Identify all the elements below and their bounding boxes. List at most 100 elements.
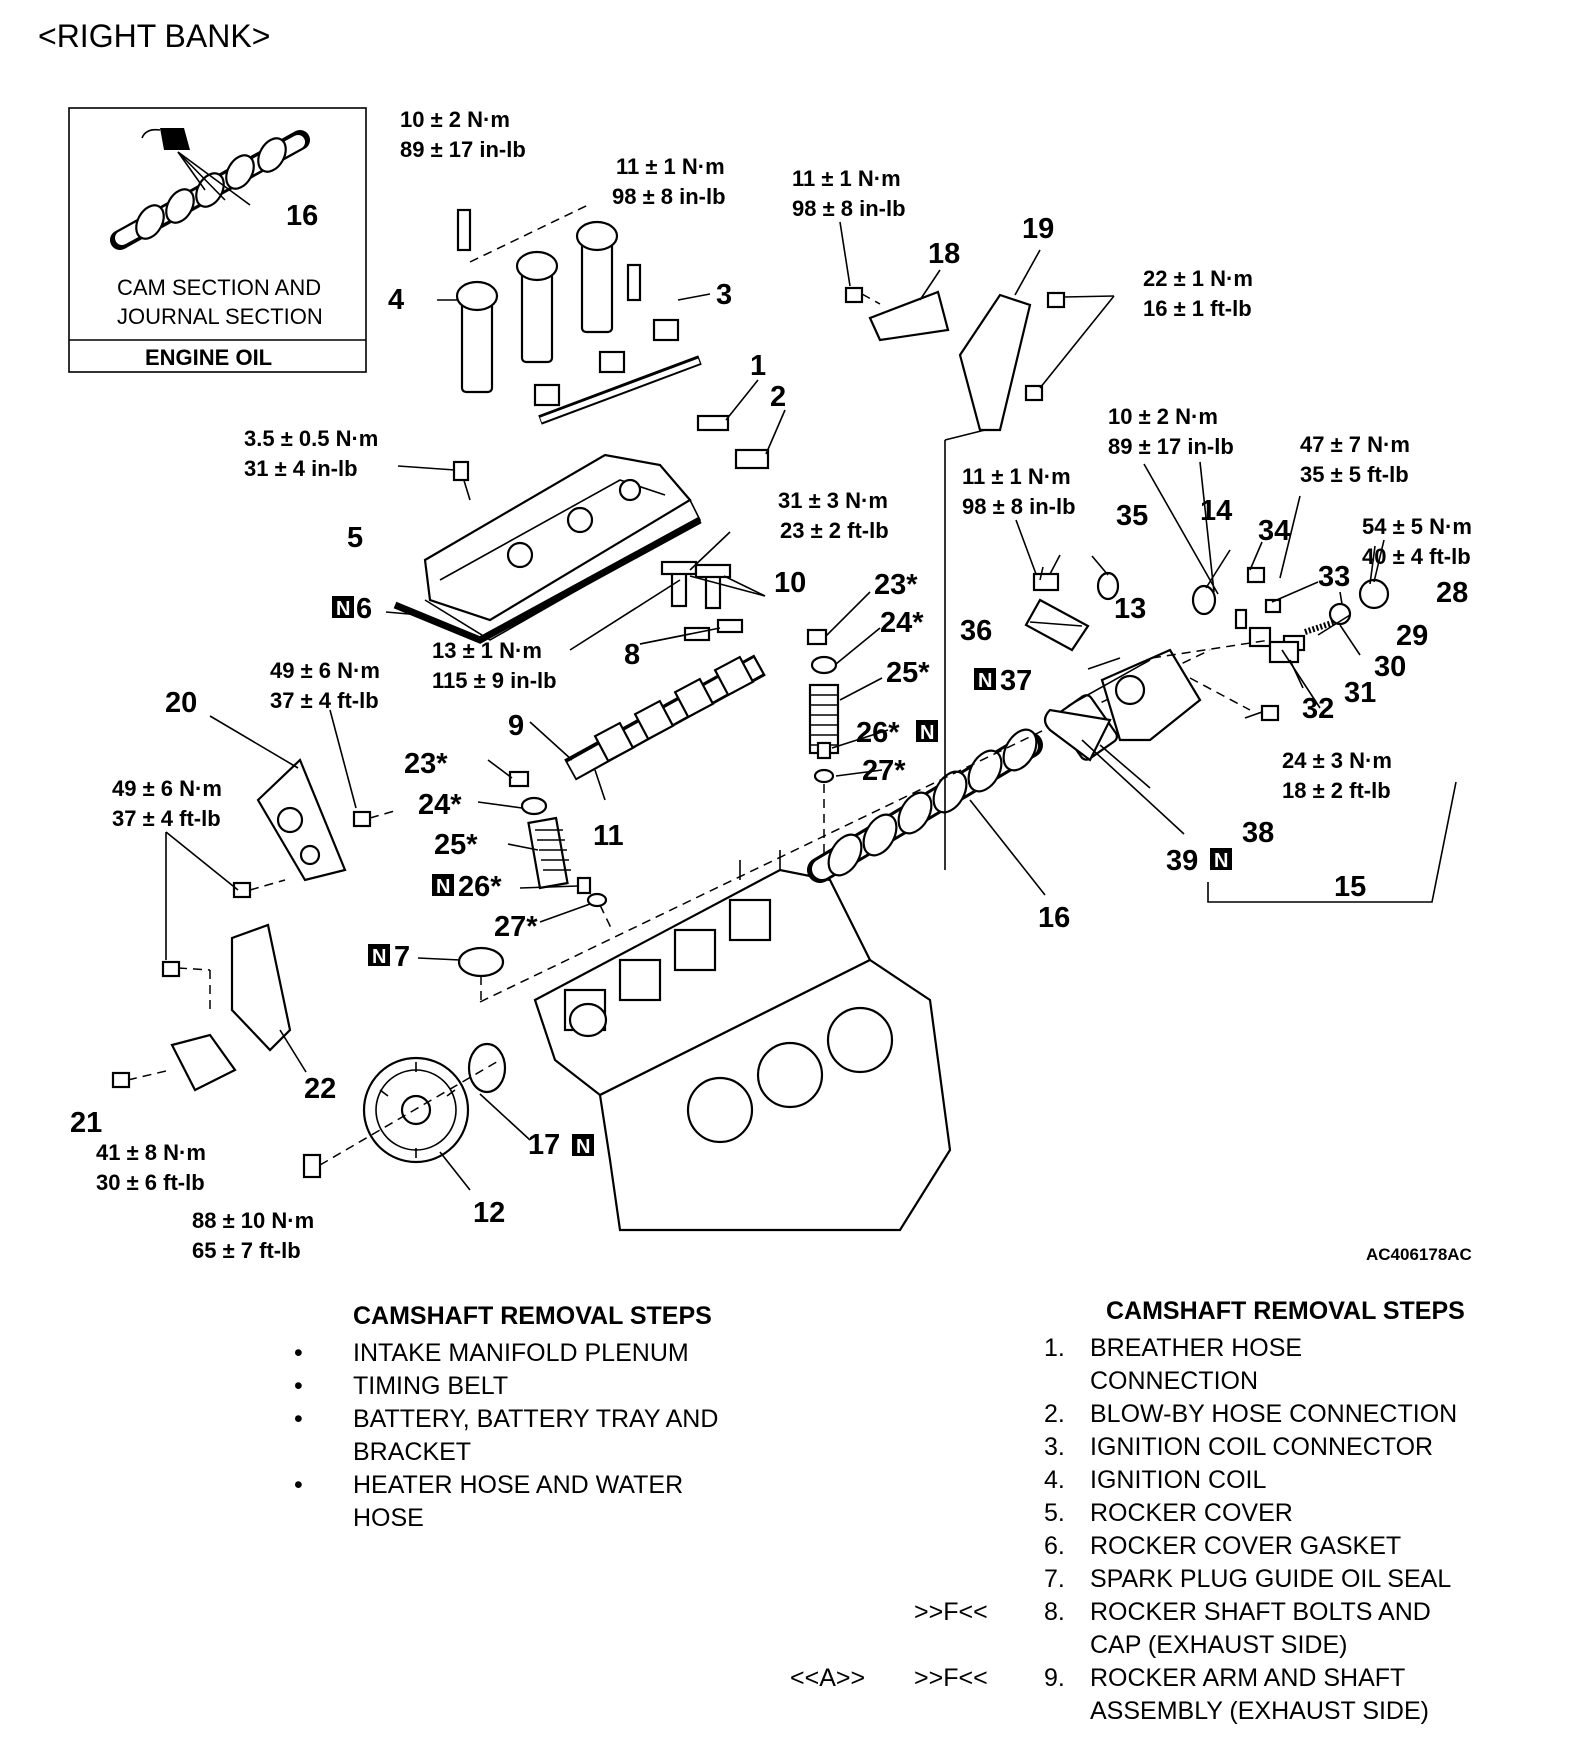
cylinder-block: [598, 958, 952, 1232]
sprocket-bolt: [302, 1153, 322, 1179]
prep-step-text: HOSE: [353, 1504, 424, 1532]
part-label-17: 17: [528, 1129, 560, 1161]
step-text: ROCKER ARM AND SHAFT: [1090, 1664, 1406, 1692]
part-label-5: 5: [347, 522, 363, 554]
inset-part-label: 16: [286, 200, 318, 232]
svg-text:N: N: [372, 946, 386, 968]
prep-step-text: BRACKET: [353, 1438, 472, 1466]
new-part-badge-26-b: N: [432, 874, 454, 898]
step-text: SPARK PLUG GUIDE OIL SEAL: [1090, 1565, 1452, 1593]
torque-bracket20b-nm: 49 ± 6 N·m: [112, 776, 222, 801]
step-text: IGNITION COIL CONNECTOR: [1090, 1433, 1434, 1461]
inset-footer: ENGINE OIL: [145, 345, 272, 370]
part-label-38: 38: [1242, 817, 1274, 849]
bullet-icon: •: [294, 1339, 303, 1367]
service-point-a-marker: <<A>>: [790, 1664, 866, 1692]
part-label-21: 21: [70, 1107, 102, 1139]
torque-bracket20b-ftlb: 37 ± 4 ft-lb: [112, 806, 221, 831]
torque-rocker2-nm: 13 ± 1 N·m: [432, 638, 542, 663]
exploded-view-diagram: <RIGHT BANK> 16 CAM SECTION AND JOURNAL …: [38, 18, 1472, 1264]
torque-solenoid-nm: 10 ± 2 N·m: [1108, 404, 1218, 429]
step-text: CONNECTION: [1090, 1367, 1259, 1395]
valve-spring-set-a: [806, 628, 840, 784]
step-text: ROCKER SHAFT BOLTS AND: [1090, 1598, 1431, 1626]
torque-bracket20a-nm: 49 ± 6 N·m: [270, 658, 380, 683]
torque-connector-inlb: 98 ± 8 in-lb: [612, 184, 726, 209]
camshaft-oil-seal: [467, 1042, 507, 1094]
steps-left-title: CAMSHAFT REMOVAL STEPS: [353, 1302, 712, 1330]
step-number: 6.: [1044, 1532, 1065, 1560]
service-point-f-marker: >>F<<: [914, 1598, 988, 1626]
bullet-icon: •: [294, 1372, 303, 1400]
part-label-7: 7: [394, 941, 410, 973]
part-label-2: 2: [770, 381, 786, 413]
part-label-23-a: 23*: [874, 569, 918, 601]
removal-step-item: 7.SPARK PLUG GUIDE OIL SEAL: [800, 1563, 1560, 1596]
part-label-28: 28: [1436, 577, 1468, 609]
torque-oilpipe-inlb: 98 ± 8 in-lb: [962, 494, 1076, 519]
step-text: ASSEMBLY (EXHAUST SIDE): [1090, 1697, 1429, 1725]
steps-right-title: CAMSHAFT REMOVAL STEPS: [1106, 1297, 1465, 1325]
svg-text:N: N: [920, 722, 934, 744]
page-title: <RIGHT BANK>: [38, 18, 270, 54]
torque-plug28-ftlb: 40 ± 4 ft-lb: [1362, 544, 1471, 569]
part-label-6: 6: [356, 593, 372, 625]
part-label-33: 33: [1318, 561, 1350, 593]
prep-step-text: BATTERY, BATTERY TRAY AND: [353, 1405, 719, 1433]
svg-text:N: N: [436, 876, 450, 898]
removal-step-item: 5. ROCKER COVER: [800, 1497, 1560, 1530]
step-text: IGNITION COIL: [1090, 1466, 1267, 1494]
step-number: 1.: [1044, 1334, 1065, 1362]
step-text: ROCKER COVER GASKET: [1090, 1532, 1402, 1560]
part-label-26-a: 26*: [856, 717, 900, 749]
step-number: 3.: [1044, 1433, 1065, 1461]
rocker-arm-shaft-assembly: [564, 654, 766, 781]
removal-step-item: 4.IGNITION COIL: [800, 1464, 1560, 1497]
coil-connector-harness: [533, 293, 711, 425]
part-label-39: 39: [1166, 845, 1198, 877]
bullet-icon: •: [294, 1471, 303, 1499]
torque-rocker-nm: 31 ± 3 N·m: [778, 488, 888, 513]
torque-bolt21-nm: 41 ± 8 N·m: [96, 1140, 206, 1165]
part-label-19: 19: [1022, 213, 1054, 245]
svg-text:N: N: [978, 670, 992, 692]
part-label-27-a: 27*: [862, 755, 906, 787]
bullet-icon: •: [294, 1405, 303, 1433]
part-label-13: 13: [1114, 593, 1146, 625]
svg-text:N: N: [336, 598, 350, 620]
figure-reference-code: AC406178AC: [1366, 1245, 1472, 1264]
inset-caption-line1: CAM SECTION AND: [117, 275, 321, 300]
torque-bracket19-ftlb: 16 ± 1 ft-lb: [1143, 296, 1252, 321]
oil-can-icon: [141, 128, 190, 150]
bracket-18: [868, 290, 950, 342]
step-number: 2.: [1044, 1400, 1065, 1428]
part-label-16: 16: [1038, 902, 1070, 934]
blowby-hose-part: [734, 448, 770, 470]
step-number: 5.: [1044, 1499, 1065, 1527]
part-label-22: 22: [304, 1073, 336, 1105]
part-label-11: 11: [593, 820, 624, 852]
breather-hose-part: [696, 414, 730, 432]
new-part-badge-39: N: [1210, 848, 1232, 872]
step-text: ROCKER COVER: [1090, 1499, 1293, 1527]
inset-caption-line2: JOURNAL SECTION: [117, 304, 323, 329]
inset-camshaft-icon: [110, 130, 310, 250]
prep-step-text: INTAKE MANIFOLD PLENUM: [353, 1339, 689, 1367]
part-label-3: 3: [716, 279, 732, 311]
engine-oil-inset: 16 CAM SECTION AND JOURNAL SECTION ENGIN…: [68, 107, 367, 373]
part-label-32: 32: [1302, 693, 1334, 725]
part-label-18: 18: [928, 238, 960, 270]
prep-step-text: HEATER HOSE AND WATER: [353, 1471, 684, 1499]
step-number: 9.: [1044, 1664, 1065, 1692]
new-part-badge-17: N: [572, 1134, 594, 1158]
removal-step-item: 6. ROCKER COVER GASKET: [800, 1530, 1560, 1563]
new-part-badge-7: N: [368, 944, 390, 968]
torque-plug33-ftlb: 35 ± 5 ft-lb: [1300, 462, 1409, 487]
step-text: BLOW-BY HOSE CONNECTION: [1090, 1400, 1458, 1428]
torque-rocker2-inlb: 115 ± 9 in-lb: [432, 668, 557, 693]
new-part-badge-37: N: [974, 668, 996, 692]
part-label-27-b: 27*: [494, 911, 538, 943]
engine-bracket-20: [256, 758, 347, 882]
